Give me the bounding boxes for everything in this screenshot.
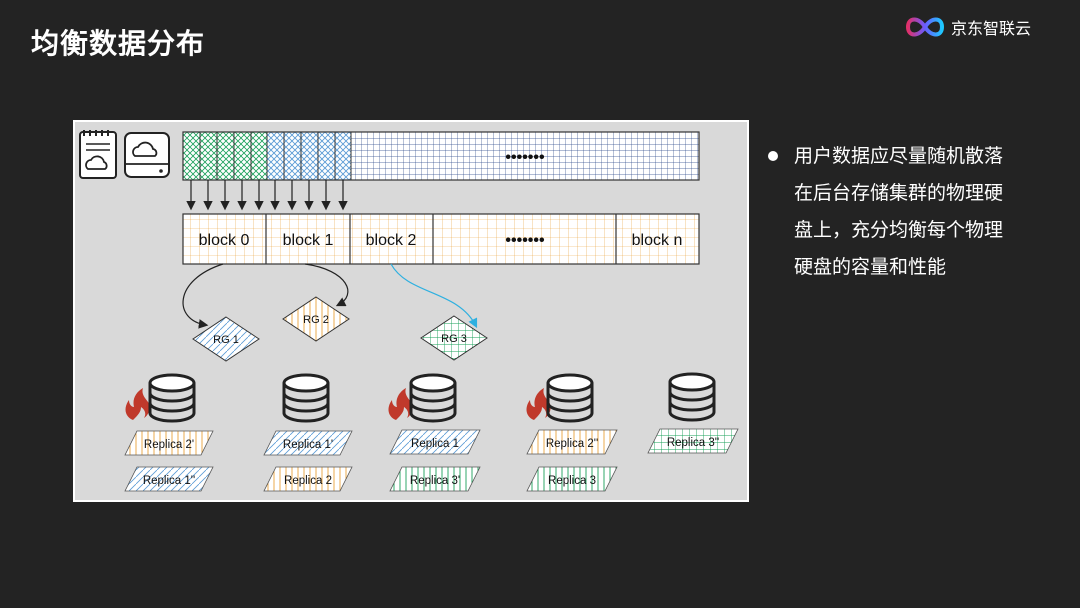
logo: 京东智联云 bbox=[905, 12, 1031, 42]
rg-label: RG 2 bbox=[303, 314, 329, 326]
disk-3: Replica 1 Replica 3' bbox=[388, 373, 481, 492]
replica-card: Replica 3'' bbox=[647, 428, 739, 454]
block-label: block 2 bbox=[366, 232, 417, 249]
cloud-document-icon bbox=[79, 130, 117, 179]
database-icon bbox=[668, 372, 716, 422]
replica-label: Replica 2 bbox=[284, 475, 332, 487]
replica-label: Replica 3 bbox=[548, 475, 596, 487]
data-distribution-diagram: ••••••• block 0 block 1 block 2 ••••••• … bbox=[73, 120, 749, 502]
bullet-list: 用户数据应尽量随机散落在后台存储集群的物理硬盘上，充分均衡每个物理硬盘的容量和性… bbox=[768, 138, 1008, 286]
replica-card: Replica 3 bbox=[526, 466, 618, 492]
replica-label: Replica 3' bbox=[410, 475, 460, 487]
rg-diamond-3: RG 3 bbox=[420, 315, 488, 361]
infinity-logo-icon bbox=[905, 17, 945, 37]
cloud-storage-icon bbox=[124, 132, 170, 178]
block-label: block 1 bbox=[283, 232, 334, 249]
logo-text: 京东智联云 bbox=[951, 19, 1032, 38]
rg-label: RG 3 bbox=[441, 333, 467, 345]
block-label: block n bbox=[632, 232, 683, 249]
replica-card: Replica 1 bbox=[389, 429, 481, 455]
rg-label: RG 1 bbox=[213, 334, 239, 346]
replica-label: Replica 1 bbox=[411, 438, 459, 450]
database-icon bbox=[148, 373, 196, 423]
replica-card: Replica 2 bbox=[263, 466, 353, 492]
block-to-rg-arrows bbox=[182, 263, 478, 329]
replica-label: Replica 1' bbox=[283, 439, 333, 451]
page-title: 均衡数据分布 bbox=[31, 27, 206, 60]
fire-icon bbox=[388, 388, 413, 420]
replica-label: Replica 1'' bbox=[143, 475, 195, 487]
database-icon bbox=[282, 373, 330, 423]
replica-label: Replica 2'' bbox=[546, 438, 598, 450]
replica-card: Replica 1' bbox=[263, 430, 353, 456]
bullet-item: 用户数据应尽量随机散落在后台存储集群的物理硬盘上，充分均衡每个物理硬盘的容量和性… bbox=[768, 138, 1008, 286]
replica-card: Replica 2'' bbox=[526, 429, 618, 455]
split-arrows bbox=[186, 180, 348, 211]
database-icon bbox=[409, 373, 457, 423]
fire-icon bbox=[125, 388, 150, 420]
replica-card: Replica 2' bbox=[124, 430, 214, 456]
blocks-row: block 0 block 1 block 2 ••••••• block n bbox=[182, 213, 700, 265]
strip-ellipsis: ••••••• bbox=[505, 149, 545, 166]
replica-label: Replica 2' bbox=[144, 439, 194, 451]
block-label: ••••••• bbox=[505, 232, 545, 249]
rg-diamond-1: RG 1 bbox=[192, 316, 260, 362]
fire-icon bbox=[526, 388, 551, 420]
replica-label: Replica 3'' bbox=[667, 437, 719, 449]
database-icon bbox=[546, 373, 594, 423]
disk-4: Replica 2'' Replica 3 bbox=[526, 373, 618, 492]
disk-5: Replica 3'' bbox=[647, 372, 739, 454]
disk-1: Replica 2' Replica 1'' bbox=[124, 373, 214, 492]
replica-card: Replica 1'' bbox=[124, 466, 214, 492]
disk-2: Replica 1' Replica 2 bbox=[263, 373, 353, 492]
data-stream-strip: ••••••• bbox=[182, 131, 700, 181]
rg-diamond-2: RG 2 bbox=[282, 296, 350, 342]
block-label: block 0 bbox=[199, 232, 250, 249]
replica-card: Replica 3' bbox=[389, 466, 481, 492]
